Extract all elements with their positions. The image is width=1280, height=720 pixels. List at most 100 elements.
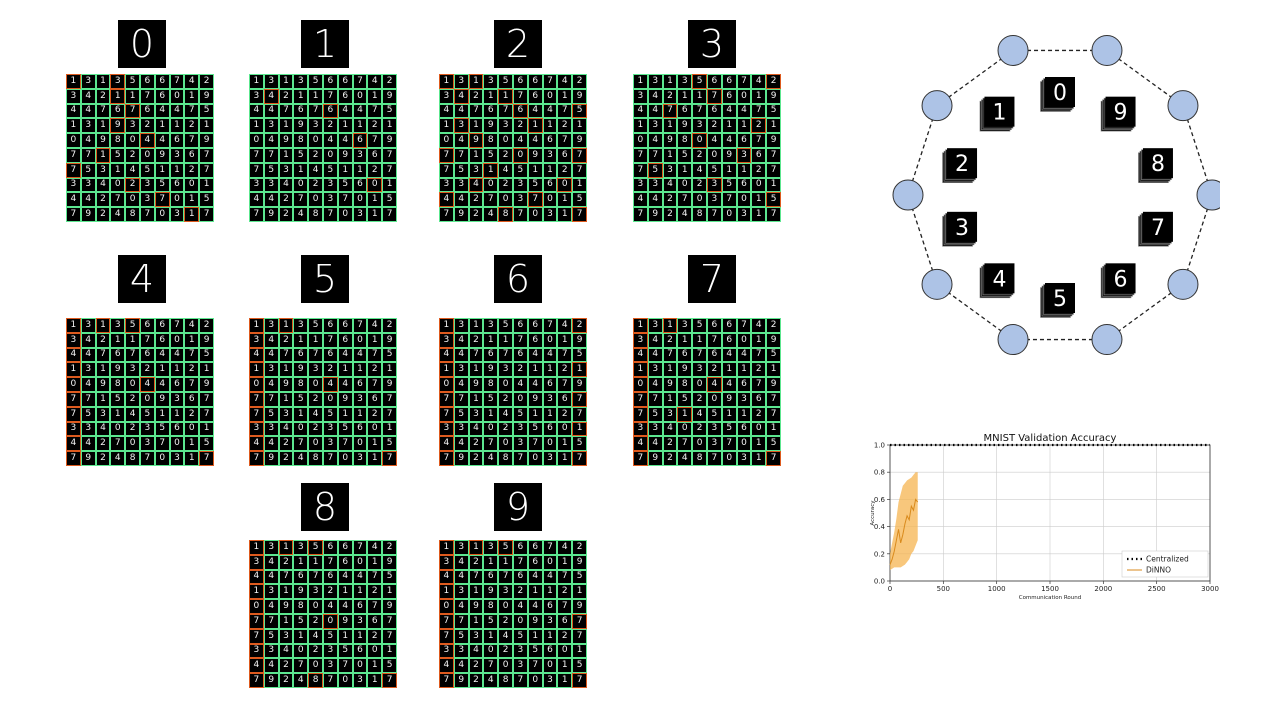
data-stack-card: 4 (979, 263, 1015, 299)
digit-sample-cell: 6 (323, 569, 338, 585)
legend-box (1121, 550, 1209, 578)
digit-sample-cell: 2 (751, 362, 767, 378)
digit-sample-cell: 4 (677, 207, 693, 222)
digit-sample-cell: 2 (468, 332, 484, 348)
digit-sample-cell: 2 (498, 643, 513, 659)
digit-sample-cell: 2 (308, 614, 323, 629)
digit-sample-cell: 6 (677, 347, 693, 363)
digit-sample-cell: 7 (439, 148, 454, 163)
digit-sample-cell: 4 (125, 162, 140, 178)
digit-sample-cell: 1 (633, 362, 648, 378)
digit-sample-cell: 0 (367, 421, 383, 437)
digit-sample-cell: 0 (337, 207, 353, 222)
digit-sample-cell: 3 (542, 392, 558, 407)
digit-sample-cell: 9 (468, 599, 484, 614)
digit-sample-cell: 3 (169, 207, 185, 222)
digit-sample-cell: 7 (382, 673, 397, 688)
digit-sample-cell: 7 (199, 148, 214, 163)
digit-sample-cell: 5 (140, 162, 155, 178)
digit-sample-cell: 4 (337, 347, 353, 363)
digit-sample-cell: 4 (184, 74, 200, 89)
digit-sample-cell: 1 (110, 162, 126, 178)
digit-sample-cell: 7 (513, 207, 528, 222)
digit-sample-cell: 2 (498, 421, 513, 437)
digit-sample-cell: 7 (721, 436, 737, 452)
digit-sample-cell: 7 (323, 673, 338, 688)
digit-sample-cell: 1 (542, 118, 558, 134)
digit-sample-cell: 1 (278, 392, 294, 407)
digit-sample-cell: 0 (323, 614, 338, 629)
ring-edge (907, 105, 938, 196)
digit-sample-cell: 6 (483, 347, 499, 363)
digit-sample-cell: 1 (633, 118, 648, 134)
digit-sample-cell: 7 (498, 347, 513, 363)
digit-sample-cell: 4 (184, 318, 200, 333)
digit-sample-cell: 3 (542, 148, 558, 163)
digit-sample-cell: 6 (184, 148, 200, 163)
digit-sample-cell: 5 (293, 148, 309, 163)
digit-sample-cell: 1 (721, 162, 737, 178)
digit-sample-cell: 1 (110, 88, 126, 104)
digit-sample-cell: 3 (707, 436, 722, 452)
digit-sample-cell: 2 (323, 584, 338, 600)
digit-sample-cell: 2 (572, 74, 587, 89)
digit-sample-cell: 0 (707, 148, 722, 163)
digit-sample-cell: 4 (527, 103, 543, 119)
digit-sample-cell: 1 (66, 318, 81, 333)
digit-sample-cell: 7 (766, 162, 781, 178)
digit-sample-cell: 6 (184, 392, 200, 407)
digit-sample-cell: 9 (263, 673, 279, 688)
digit-sample-cell: 4 (527, 377, 543, 392)
digit-sample-cell: 3 (439, 554, 454, 570)
digit-sample-cell: 3 (453, 74, 469, 89)
digit-sample-cell: 9 (199, 133, 214, 148)
digit-sample-cell: 0 (692, 133, 707, 148)
digit-sample-cell: 3 (677, 74, 693, 89)
digit-sample-cell: 3 (542, 614, 558, 629)
digit-sample-cell: 5 (110, 148, 126, 163)
digit-sample-cell: 7 (453, 148, 469, 163)
digit-sample-cell: 3 (736, 392, 752, 407)
digit-sample-cell: 3 (293, 540, 309, 555)
digit-sample-cell: 7 (751, 347, 767, 363)
target-digit-image: 0 (118, 20, 166, 68)
digit-sample-cell: 2 (572, 540, 587, 555)
ring-edge (1182, 105, 1213, 196)
digit-sample-cell: 6 (352, 421, 368, 437)
digit-sample-cell: 7 (263, 392, 279, 407)
robot-node (892, 179, 924, 211)
digit-sample-cell: 1 (468, 74, 484, 89)
digit-sample-cell: 1 (721, 362, 737, 378)
digit-sample-cell: 4 (721, 103, 737, 119)
digit-sample-cell: 0 (125, 377, 140, 392)
digit-sample-cell: 4 (453, 133, 469, 148)
digit-sample-cell: 7 (382, 148, 397, 163)
digit-sample-cell: 6 (542, 421, 558, 437)
digit-sample-cell: 1 (249, 118, 264, 134)
digit-sample-cell: 6 (483, 569, 499, 585)
digit-sample-cell: 7 (633, 451, 648, 466)
ring-edge (936, 283, 1014, 341)
digit-sample-cell: 3 (647, 74, 663, 89)
digit-sample-cell: 2 (468, 207, 484, 222)
digit-sample-cell: 1 (95, 392, 111, 407)
digit-sample-cell: 5 (647, 406, 663, 422)
digit-sample-cell: 1 (352, 628, 368, 644)
digit-sample-cell: 0 (169, 192, 185, 208)
digit-sample-cell: 0 (169, 436, 185, 452)
digit-sample-cell: 2 (692, 177, 707, 193)
digit-sample-cell: 5 (382, 658, 397, 674)
digit-sample-cell: 1 (352, 362, 368, 378)
digit-sample-cell: 6 (513, 318, 528, 333)
digit-sample-cell: 9 (572, 377, 587, 392)
digit-sample-cell: 4 (154, 347, 170, 363)
digit-sample-cell: 2 (498, 614, 513, 629)
card-digit-label: 0 (1053, 81, 1067, 106)
digit-sample-cell: 0 (352, 332, 368, 348)
digit-sample-cell: 2 (308, 643, 323, 659)
digit-sample-cell: 9 (293, 118, 309, 134)
digit-sample-cell: 1 (677, 162, 693, 178)
digit-sample-cell: 7 (323, 554, 338, 570)
